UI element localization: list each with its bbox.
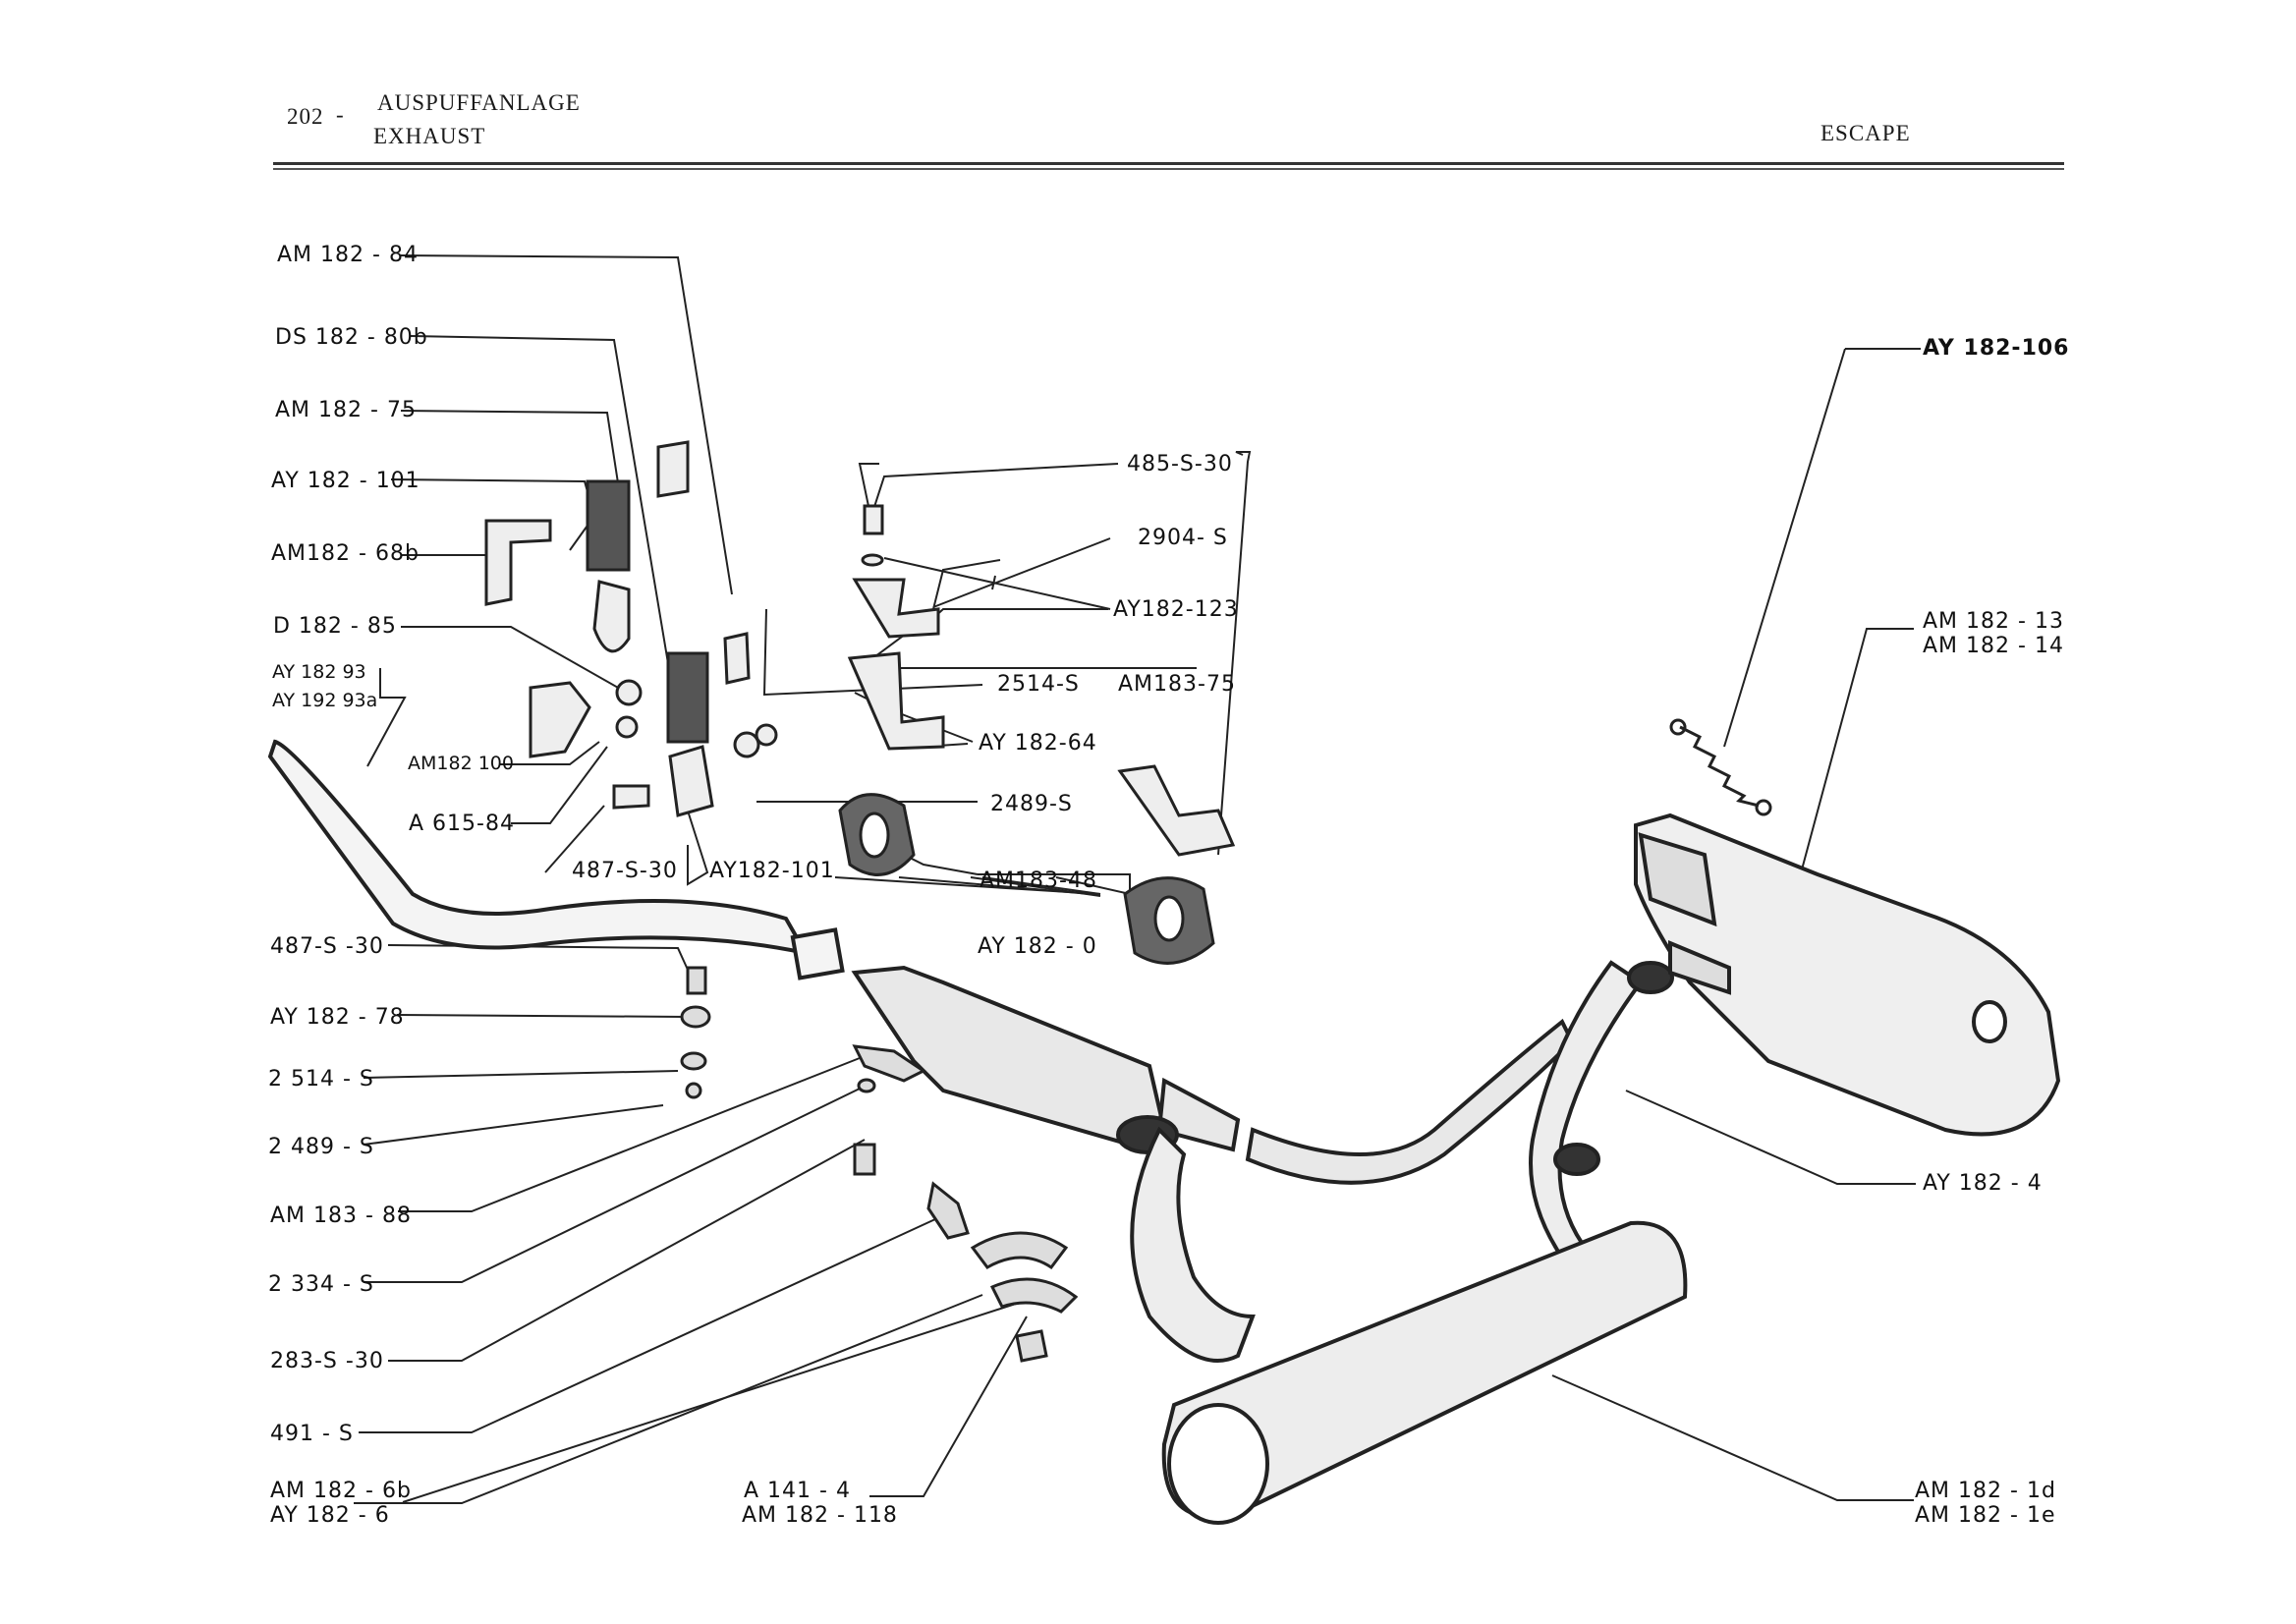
label-am182-118: AM 182 - 118: [742, 1503, 898, 1528]
label-ay182-78: AY 182 - 78: [270, 1005, 405, 1030]
label-2489-s-top: 2489-S: [990, 792, 1073, 816]
title-french: ESCAPE: [1820, 121, 1911, 145]
label-2514-s-left: 2 514 - S: [268, 1067, 374, 1092]
label-2489-s-left: 2 489 - S: [268, 1135, 374, 1159]
center-brackets: [847, 504, 1236, 857]
lower-hardware: [680, 966, 1079, 1363]
label-ds182-80b: DS 182 - 80b: [275, 325, 428, 350]
air-box: [1634, 812, 2061, 1137]
label-2904-s: 2904- S: [1138, 526, 1228, 550]
label-491-s: 491 - S: [270, 1422, 354, 1446]
header-rule: [273, 162, 2064, 165]
label-ay182-4: AY 182 - 4: [1923, 1171, 2043, 1196]
label-d182-85: D 182 - 85: [273, 614, 397, 639]
label-am182-1d: AM 182 - 1d: [1915, 1479, 2056, 1503]
label-ay182-123: AY182-123: [1113, 597, 1239, 622]
label-am182-84: AM 182 - 84: [277, 243, 419, 267]
label-283-s-30: 283-S -30: [270, 1349, 384, 1373]
label-am182-68b: AM182 - 68b: [271, 541, 420, 566]
title-english: EXHAUST: [373, 124, 486, 148]
label-am182-6b: AM 182 - 6b: [270, 1479, 412, 1503]
label-2514-s-top: 2514-S: [997, 672, 1080, 697]
label-am183-88: AM 183 - 88: [270, 1204, 412, 1228]
label-ay182-101-center: AY182-101: [709, 859, 835, 883]
label-a141-4: A 141 - 4: [744, 1479, 851, 1503]
label-am182-1e: AM 182 - 1e: [1915, 1503, 2056, 1528]
center-silencer: [851, 965, 1575, 1185]
label-485-s-30: 485-S-30: [1127, 452, 1233, 476]
label-ay182-93: AY 182 93: [272, 661, 366, 683]
label-am183-48: AM183-48: [980, 868, 1097, 893]
label-ay182-0: AY 182 - 0: [978, 934, 1097, 959]
page-number: 202: [287, 104, 324, 129]
label-am182-75: AM 182 - 75: [275, 398, 417, 422]
header-rule-thin: [273, 168, 2064, 170]
label-487-s-30-left: 487-S -30: [270, 934, 384, 959]
label-am182-13: AM 182 - 13: [1923, 609, 2064, 634]
tension-spring: [1669, 718, 1772, 816]
label-ay182-106: AY 182-106: [1923, 336, 2070, 361]
label-ay182-64: AY 182-64: [979, 731, 1097, 756]
rubber-mounts: [838, 793, 1215, 965]
label-ay192-93a: AY 192 93a: [272, 690, 378, 711]
rear-silencer: [1130, 960, 1688, 1525]
bracket-parts: [484, 440, 778, 817]
label-2334-s: 2 334 - S: [268, 1272, 374, 1297]
label-am182-100: AM182 100: [408, 753, 514, 774]
title-german: AUSPUFFANLAGE: [377, 90, 581, 115]
label-ay182-6: AY 182 - 6: [270, 1503, 390, 1528]
label-ay182-101-left: AY 182 - 101: [271, 469, 420, 493]
label-a615-84: A 615-84: [409, 812, 515, 836]
label-487-s-30-top: 487-S-30: [572, 859, 678, 883]
header-dash: -: [336, 102, 345, 127]
label-am183-75: AM183-75: [1118, 672, 1236, 697]
label-am182-14: AM 182 - 14: [1923, 634, 2064, 658]
front-pipe: [267, 739, 845, 980]
